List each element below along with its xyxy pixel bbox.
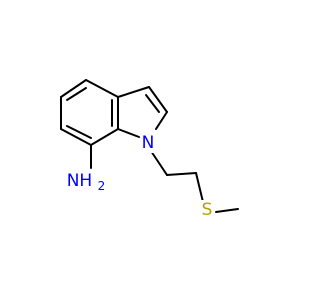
bond-ethyl-ch2 xyxy=(166,172,197,176)
n1-label-bg xyxy=(140,133,156,153)
atom-labels: N NH 2 S xyxy=(67,133,215,220)
bond-inner-c3-c2 xyxy=(145,94,160,113)
nh2-label-bg xyxy=(75,170,105,190)
bond-s-methyl xyxy=(215,208,239,213)
bond-inner-c4-c5 xyxy=(66,87,87,101)
nitrogen-atom-label: N xyxy=(142,133,155,153)
bond-c3-c2 xyxy=(148,86,168,113)
amine-group-label: NH 2 xyxy=(67,171,106,193)
bond-ch2-s xyxy=(195,172,204,203)
amine-group-main-text: NH xyxy=(67,171,93,191)
bond-c3a-c4 xyxy=(85,79,119,98)
s-label-bg xyxy=(199,200,215,220)
bond-c4-c5 xyxy=(60,79,87,98)
amine-group-subscript: 2 xyxy=(98,179,106,193)
bond-c3a-c3 xyxy=(117,86,150,98)
sulfur-atom-label: S xyxy=(202,200,213,220)
bond-c7-c7a xyxy=(90,128,119,146)
molecule-diagram: N NH 2 S xyxy=(60,79,239,220)
bonds-layer xyxy=(60,79,239,213)
bond-inner-c6-c7 xyxy=(66,125,92,139)
bond-c6-c7 xyxy=(60,128,92,146)
bond-n1-c7a xyxy=(117,128,140,138)
bond-c2-n1 xyxy=(155,111,168,130)
